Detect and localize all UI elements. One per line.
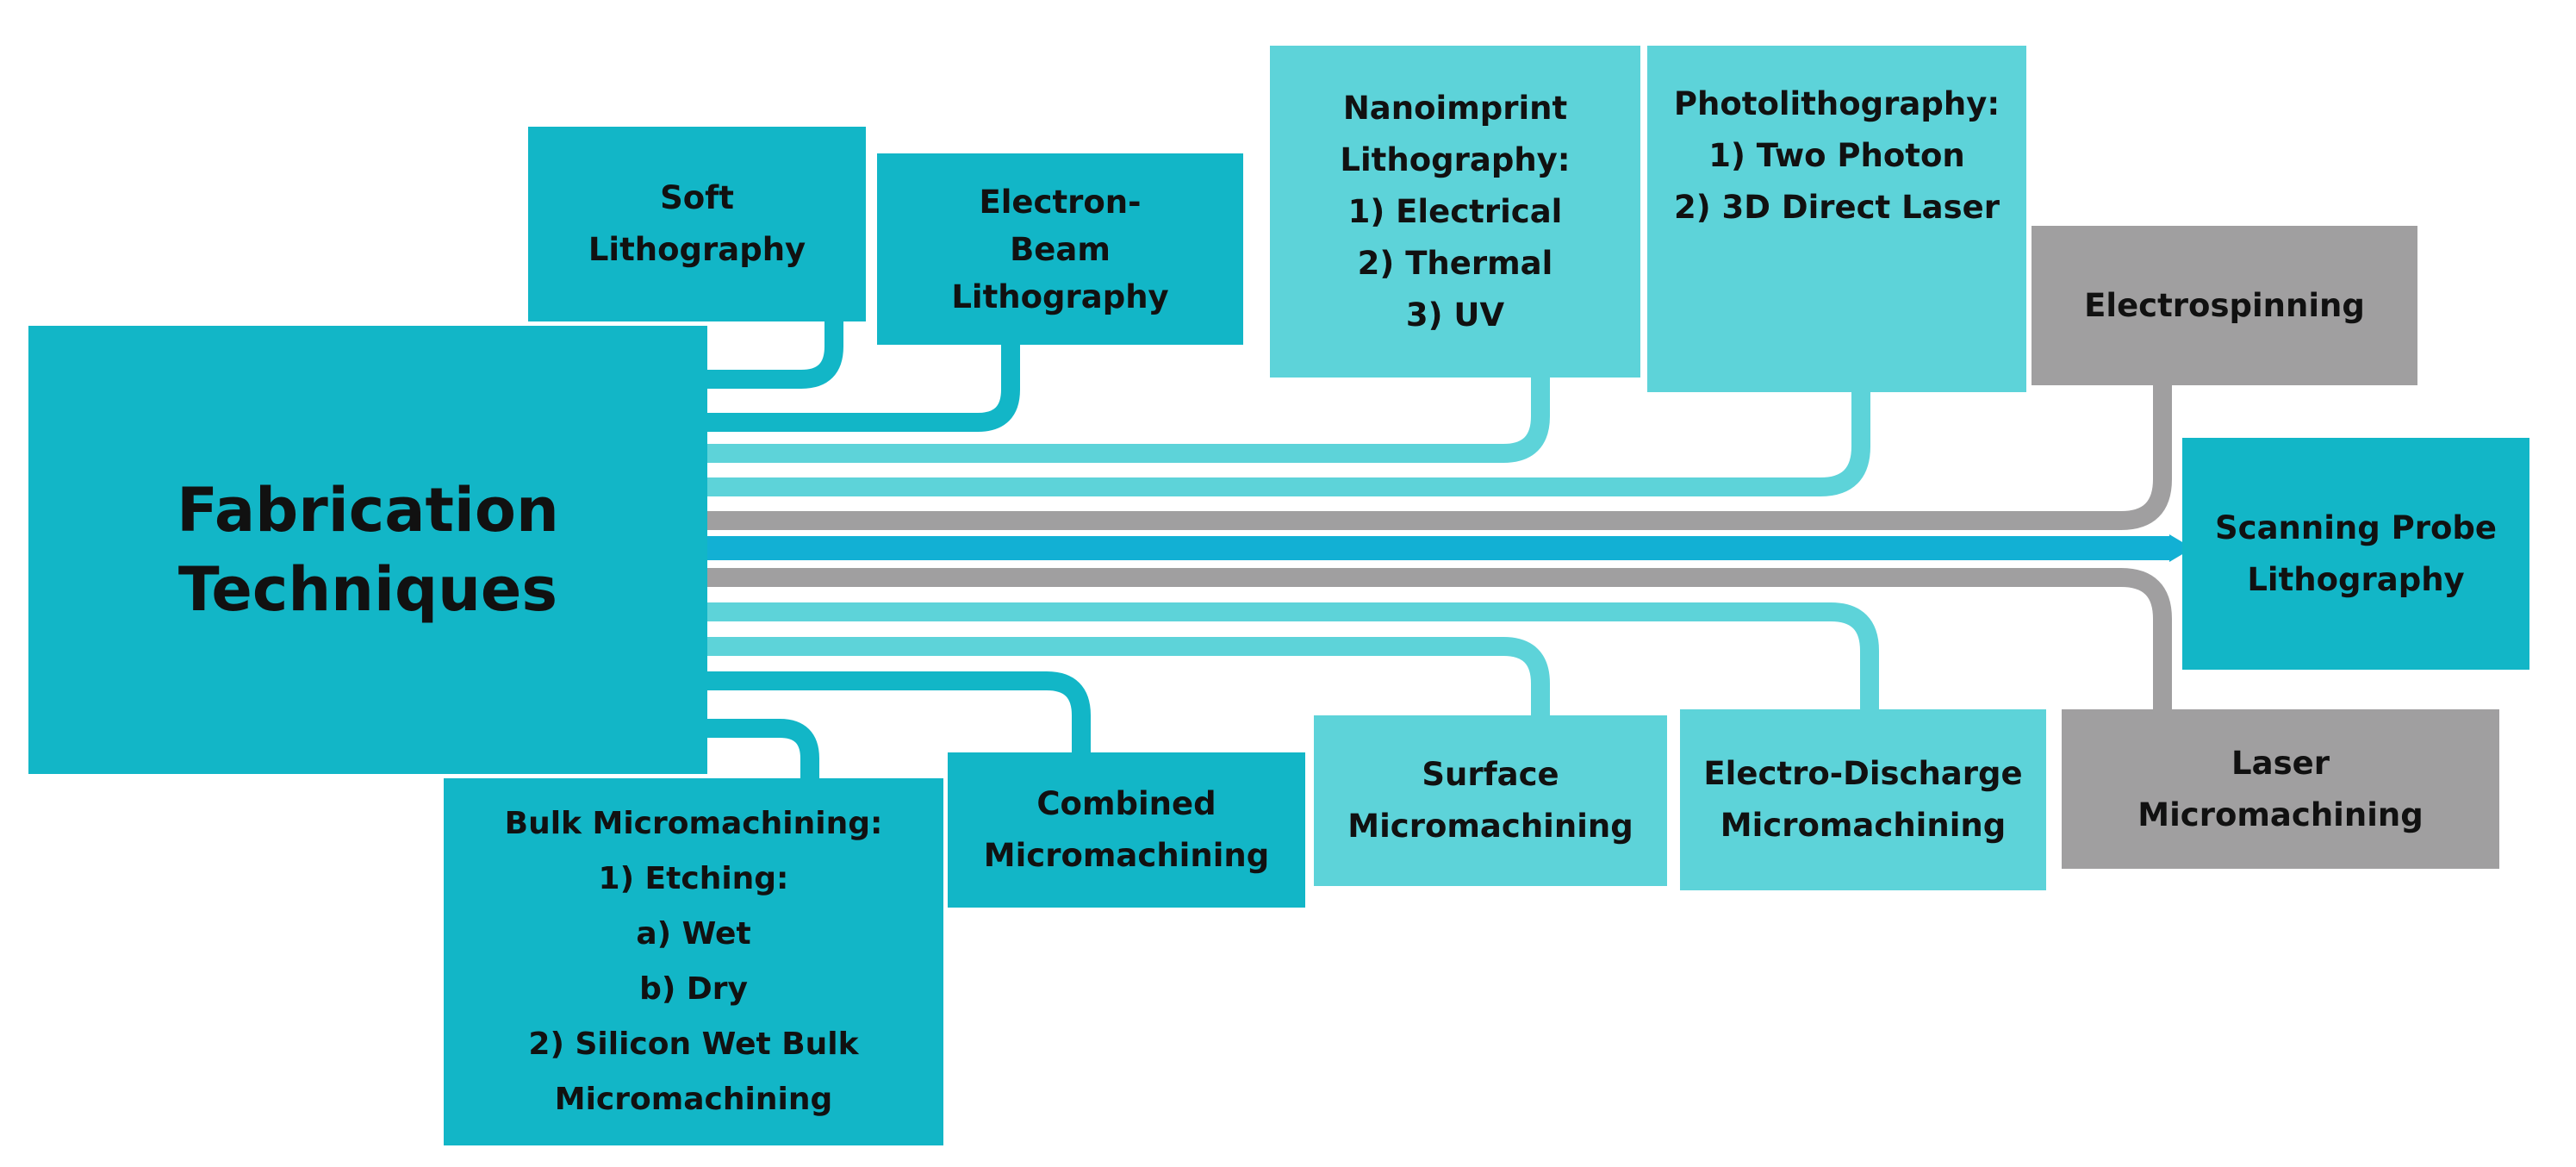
bulk-micromachining-label: Bulk Micromachining: 1) Etching: a) Wet … (504, 806, 883, 1117)
laser-micromachining-label: Laser Micromachining (2137, 744, 2424, 833)
link-nanoimprint-lithography (706, 375, 1550, 463)
photolithography-node: Photolithography: 1) Two Photon 2) 3D Di… (1647, 46, 2026, 392)
photolithography-label: Photolithography: 1) Two Photon 2) 3D Di… (1673, 85, 2000, 226)
link-photolithography (706, 390, 1870, 496)
laser-micromachining-node: Laser Micromachining (2062, 709, 2499, 869)
link-combined-micromachining (706, 671, 1091, 757)
fabrication-techniques-node: Fabrication Techniques (28, 326, 707, 774)
arrow-head (2169, 534, 2193, 562)
link-bulk-micromachining (706, 719, 819, 780)
combined-micromachining-node: Combined Micromachining (948, 752, 1305, 908)
scanning-probe-lithography-node: Scanning Probe Lithography (2182, 438, 2529, 670)
combined-micromachining-label: Combined Micromachining (983, 785, 1270, 874)
soft-lithography-label: Soft Lithography (588, 179, 806, 268)
link-soft-lithography (706, 317, 843, 389)
link-electron-beam-lithography (706, 343, 1020, 432)
electrospinning-node: Electrospinning (2032, 226, 2417, 385)
soft-lithography-node: Soft Lithography (528, 127, 866, 321)
electron-beam-lithography-label: Electron- Beam Lithography (951, 183, 1169, 315)
scanning-probe-lithography-label: Scanning Probe Lithography (2215, 509, 2497, 598)
surface-micromachining-label: Surface Micromachining (1347, 756, 1633, 845)
electro-discharge-micromachining-label: Electro-Discharge Micromachining (1703, 755, 2023, 844)
surface-micromachining-node: Surface Micromachining (1314, 715, 1667, 886)
link-electrospinning (706, 379, 2172, 530)
nanoimprint-lithography-label: Nanoimprint Lithography: 1) Electrical 2… (1340, 89, 1571, 334)
electro-discharge-micromachining-node: Electro-Discharge Micromachining (1680, 709, 2046, 890)
link-surface-micromachining (706, 637, 1550, 720)
center-label: Fabrication Techniques (177, 475, 559, 625)
link-electro-discharge-micromachining (706, 602, 1879, 715)
nanoimprint-lithography-node: Nanoimprint Lithography: 1) Electrical 2… (1270, 46, 1640, 378)
bulk-micromachining-node: Bulk Micromachining: 1) Etching: a) Wet … (444, 778, 943, 1145)
electrospinning-label: Electrospinning (2084, 286, 2365, 324)
link-laser-micromachining (706, 568, 2172, 715)
electron-beam-lithography-node: Electron- Beam Lithography (877, 153, 1243, 345)
